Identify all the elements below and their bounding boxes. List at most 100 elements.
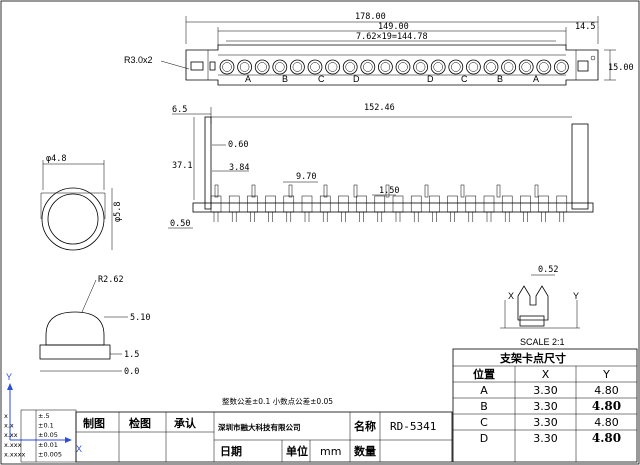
led-circle (465, 59, 481, 75)
dim-overall-width: 178.00 (355, 12, 386, 22)
tall-pin (353, 184, 358, 198)
led-circle (289, 59, 305, 75)
led-inner-circle (327, 62, 338, 72)
spec-cell: D (480, 432, 488, 445)
inner-ring (47, 193, 99, 245)
dim-inner-width: 149.00 (378, 22, 409, 32)
pin-socket (210, 195, 222, 213)
tolerance-value: ±0.05 (38, 431, 58, 439)
pin-socket (374, 195, 386, 213)
dim-base: 0.0 (124, 367, 139, 377)
dim-side-height: 37.1 (172, 161, 192, 171)
tolerance-key: x.x (4, 422, 14, 430)
strip-outline (185, 44, 599, 86)
led-circle (430, 59, 446, 75)
name-label: 名称 (354, 419, 376, 433)
tall-pin (323, 184, 328, 198)
pin-socket (338, 195, 349, 213)
dim-diameter: φ4.8 (46, 154, 66, 164)
group-label: D (427, 74, 434, 84)
round-view: φ4.8 φ5.8 (40, 154, 123, 251)
cap-dome (45, 311, 105, 346)
led-circle (448, 59, 464, 75)
group-label: C (318, 74, 325, 84)
led-circle (483, 59, 499, 75)
check-label: 检图 (129, 416, 151, 430)
approve-label: 承认 (174, 416, 197, 430)
cap-base (39, 344, 111, 360)
dim-pin-length: 9.70 (296, 172, 316, 182)
tolerance-note: 整数公差±0.1 小数点公差±0.05 (222, 396, 333, 406)
led-circle (554, 59, 569, 75)
dim-clearance: 0.60 (228, 140, 248, 150)
axis-marker: Y X (6, 372, 82, 454)
led-inner-circle (275, 62, 285, 72)
pin-socket (429, 195, 440, 213)
dim-step: 1.5 (124, 350, 139, 360)
dim-radius: R2.62 (98, 275, 124, 285)
spec-header: 位置 (473, 367, 495, 381)
dim-bottom: 0.50 (170, 219, 190, 229)
led-inner-circle (451, 62, 461, 72)
spec-cell: 4.80 (594, 416, 619, 429)
cap-view: R2.62 5.10 1.5 0.0 (39, 275, 150, 377)
pin-socket (356, 195, 367, 213)
pin-socket (410, 195, 422, 213)
unit-value: mm (320, 445, 341, 458)
dim-corner-radius: R3.0x2 (124, 55, 153, 65)
led-circle (272, 59, 288, 75)
spec-cell: 3.30 (533, 416, 558, 429)
led-inner-circle (486, 62, 496, 72)
tolerance-key: x.xxxx (4, 450, 25, 458)
right-mount-slot (577, 60, 589, 72)
led-inner-circle (415, 62, 426, 72)
pin-socket (228, 195, 240, 213)
pin-socket (465, 195, 477, 213)
led-circle (342, 59, 358, 75)
led-inner-circle (222, 62, 232, 72)
led-inner-circle (239, 62, 250, 72)
clip-profile (517, 285, 549, 321)
spec-cell: 4.80 (592, 431, 621, 445)
led-circle (360, 59, 376, 75)
tolerance-value: ±.5 (38, 412, 50, 420)
tolerance-value: ±0.01 (38, 441, 58, 449)
pin-socket (483, 195, 495, 213)
draw-label: 制图 (83, 416, 105, 430)
led-inner-circle (363, 62, 373, 72)
dim-pin-width: 1.50 (379, 186, 399, 196)
led-inner-circle (380, 62, 391, 72)
pin-socket (301, 195, 313, 213)
group-label: D (353, 74, 360, 84)
group-label: A (245, 74, 251, 84)
tall-pin (424, 184, 429, 198)
pin-socket (265, 195, 276, 213)
led-circle (536, 59, 552, 75)
detail-x-label: X (508, 291, 514, 301)
spec-cell: A (480, 384, 488, 397)
tolerance-key: x (4, 412, 8, 420)
tall-pin (496, 184, 501, 198)
pin-socket (319, 195, 331, 213)
axis-y-label: Y (6, 372, 12, 382)
group-label: A (533, 74, 539, 84)
dim-height: 15.00 (608, 63, 634, 73)
detail-y-label: Y (573, 291, 579, 301)
led-inner-circle (539, 62, 549, 72)
tall-pin (288, 184, 293, 198)
led-circle (237, 59, 253, 75)
led-inner-circle (556, 62, 567, 72)
group-label: B (497, 74, 503, 84)
led-circle (501, 59, 517, 75)
led-inner-circle (310, 62, 320, 72)
led-circle (254, 59, 270, 75)
led-inner-circle (292, 62, 303, 72)
dim-span: 152.46 (364, 103, 395, 113)
led-circle (518, 59, 534, 75)
pin-socket (283, 195, 295, 213)
outer-ring (41, 187, 105, 251)
date-label: 日期 (220, 444, 242, 458)
led-circle (413, 59, 429, 75)
